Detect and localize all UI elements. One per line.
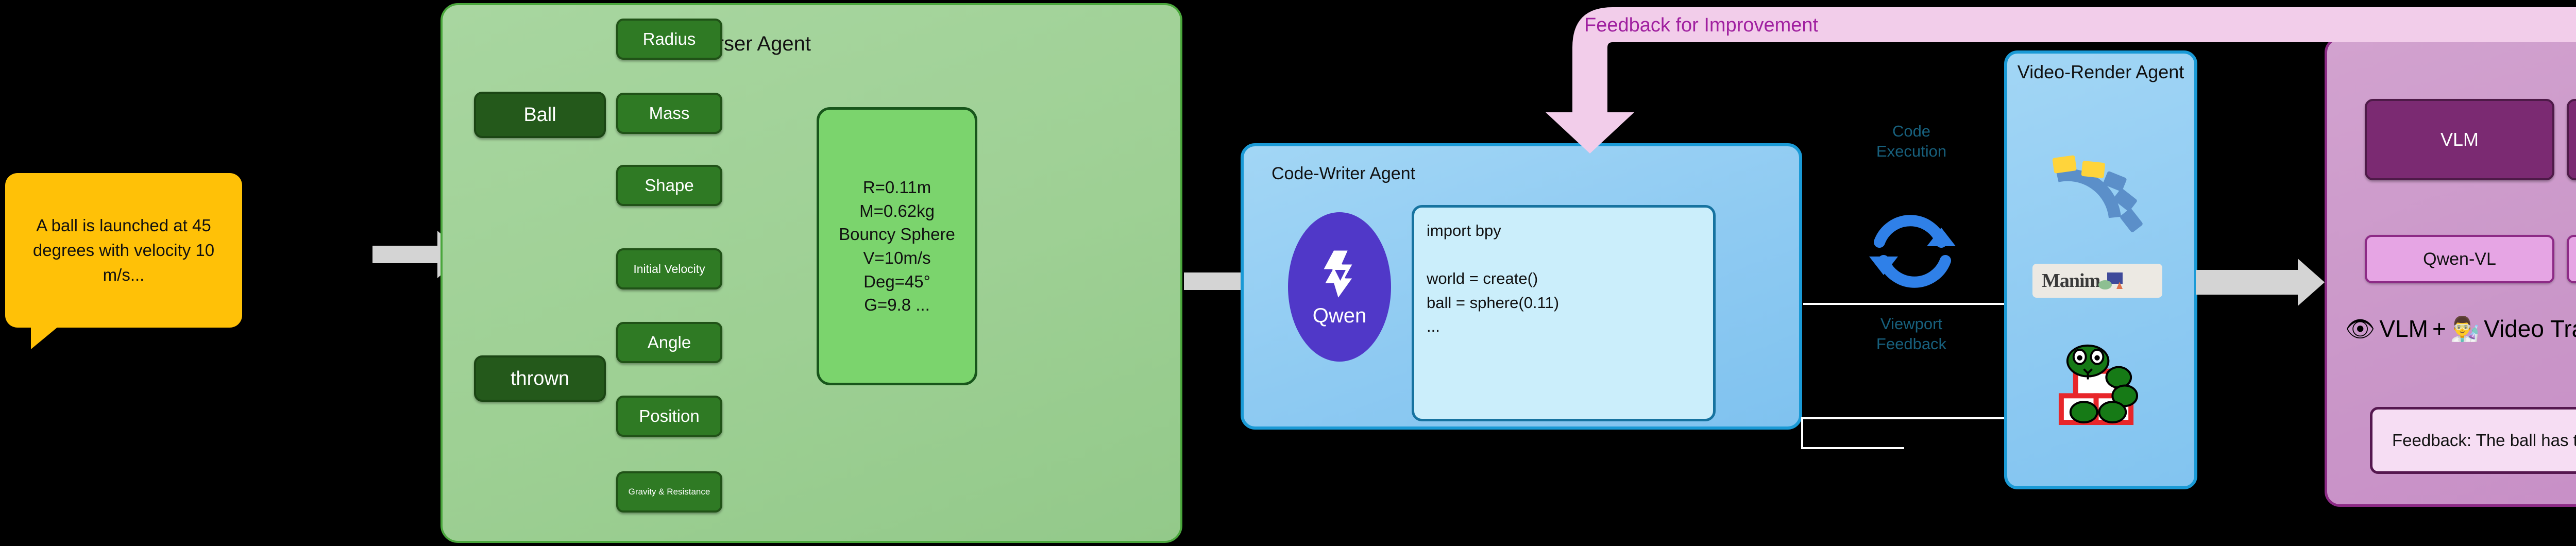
code-execution-label: Code Execution xyxy=(1876,122,1947,160)
evaluator-tool-qwen-vl[interactable]: Qwen-VL xyxy=(2365,235,2554,283)
viewport-loop-line-bottom xyxy=(1803,417,2004,419)
manim-label: Manim xyxy=(2042,270,2100,292)
evaluator-feedback-text: Feedback: The ball has the wrong traject… xyxy=(2392,431,2576,450)
evaluator-feedback-box: Feedback: The ball has the wrong traject… xyxy=(2370,407,2576,474)
evaluator-formula: 👁 VLM + 👨‍🔬 Video Tracking + LLM xyxy=(2345,303,2576,354)
feedback-arrow-label: Feedback for Improvement xyxy=(1584,14,1819,36)
manim-shapes-icon xyxy=(2098,272,2123,289)
qwen-logo: Qwen xyxy=(1288,212,1391,362)
attribute-pill-position[interactable]: Position xyxy=(616,396,722,437)
arrow-render-to-evaluator xyxy=(2196,257,2330,307)
code-writer-agent-title: Code-Writer Agent xyxy=(1272,164,1416,183)
python-logo-icon xyxy=(2053,334,2143,429)
viewport-loop-line-left xyxy=(1801,417,1803,449)
attribute-pill-angle[interactable]: Angle xyxy=(616,322,722,363)
video-render-agent-title: Video-Render Agent xyxy=(2017,61,2184,82)
parsed-parameters-card: R=0.11m M=0.62kg Bouncy Sphere V=10m/s D… xyxy=(817,107,977,385)
entity-pill-ball[interactable]: Ball xyxy=(474,92,606,138)
manim-logo-card: Manim xyxy=(2032,264,2162,298)
evaluator-capability-object-detection[interactable]: Object Detection xyxy=(2567,99,2576,180)
blender-arc-icon xyxy=(2043,149,2156,247)
qwen-label: Qwen xyxy=(1312,304,1367,327)
formula-term-video-tracking: Video Tracking xyxy=(2484,315,2576,342)
viewport-loop-line-top xyxy=(1803,303,2004,305)
prompt-bubble-tail xyxy=(31,325,61,349)
attribute-pill-mass[interactable]: Mass xyxy=(616,93,722,134)
viewport-feedback-label: Viewport Feedback xyxy=(1876,315,1947,353)
prompt-bubble: A ball is launched at 45 degrees with ve… xyxy=(5,173,242,328)
attribute-pill-radius[interactable]: Radius xyxy=(616,19,722,60)
evaluator-tool-groundeddino[interactable]: GroundedDINO xyxy=(2567,235,2576,283)
attribute-pill-initial-velocity[interactable]: Initial Velocity xyxy=(616,248,722,289)
text-parser-agent-panel xyxy=(440,3,1182,543)
attribute-pill-gravity-resistance[interactable]: Gravity & Resistance xyxy=(616,471,722,513)
formula-operator-1: + xyxy=(2432,315,2446,342)
qwen-mark-icon xyxy=(1321,249,1354,300)
generated-code-text: import bpy world = create() ball = spher… xyxy=(1427,221,1560,335)
entity-pill-thrown[interactable]: thrown xyxy=(474,355,606,402)
attribute-pill-shape[interactable]: Shape xyxy=(616,165,722,206)
parsed-parameters-text: R=0.11m M=0.62kg Bouncy Sphere V=10m/s D… xyxy=(839,178,955,315)
scientist-icon: 👨‍🔬 xyxy=(2450,315,2480,342)
prompt-text: A ball is launched at 45 degrees with ve… xyxy=(32,216,215,284)
eye-icon: 👁 xyxy=(2345,315,2376,342)
evaluator-capability-vlm[interactable]: VLM xyxy=(2365,99,2554,180)
feedback-arrow xyxy=(1546,7,2576,153)
formula-term-vlm: VLM xyxy=(2379,315,2428,342)
generated-code-card: import bpy world = create() ball = spher… xyxy=(1412,205,1716,421)
refresh-cycle-icon xyxy=(1861,205,1964,298)
viewport-loop-line-return xyxy=(1801,447,1904,449)
